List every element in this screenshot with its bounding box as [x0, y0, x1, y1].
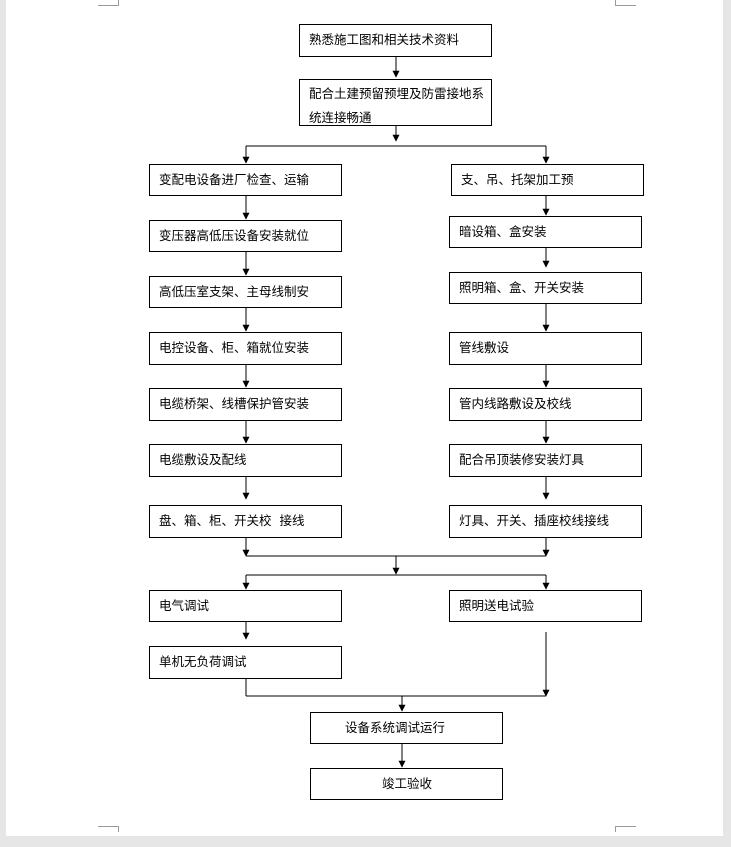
- crop-mark-bottom-left: [98, 826, 119, 832]
- right-step-5: 管内线路敷设及校线: [449, 388, 642, 421]
- left-step-2: 变压器高低压设备安装就位: [149, 220, 342, 252]
- crop-mark-top-left: [98, 0, 119, 6]
- completion-acceptance-step: 竣工验收: [310, 768, 503, 800]
- right-step-1: 支、吊、托架加工预: [451, 164, 644, 196]
- system-commissioning-step: 设备系统调试运行: [310, 712, 503, 744]
- right-step-6: 配合吊顶装修安装灯具: [449, 444, 642, 477]
- left-step-6: 电缆敷设及配线: [149, 444, 342, 477]
- step-embed-and-grounding: 配合土建预留预埋及防雷接地系统连接畅通: [299, 79, 492, 126]
- crop-mark-top-right: [615, 0, 636, 6]
- electrical-test-step: 电气调试: [149, 590, 342, 622]
- left-step-7: 盘、箱、柜、开关校 接线: [149, 505, 342, 538]
- right-step-7: 灯具、开关、插座校线接线: [449, 505, 642, 538]
- left-step-1: 变配电设备进厂检查、运输: [149, 164, 342, 196]
- left-step-3: 高低压室支架、主母线制安: [149, 276, 342, 308]
- single-machine-test-step: 单机无负荷调试: [149, 646, 342, 679]
- left-step-5: 电缆桥架、线槽保护管安装: [149, 388, 342, 421]
- right-step-4: 管线敷设: [449, 332, 642, 365]
- crop-mark-bottom-right: [615, 826, 636, 832]
- step-familiarize-drawings: 熟悉施工图和相关技术资料: [299, 24, 492, 57]
- lighting-power-test-step: 照明送电试验: [449, 590, 642, 622]
- right-step-2: 暗设箱、盒安装: [449, 216, 642, 248]
- left-step-4: 电控设备、柜、箱就位安装: [149, 332, 342, 365]
- right-step-3: 照明箱、盒、开关安装: [449, 272, 642, 304]
